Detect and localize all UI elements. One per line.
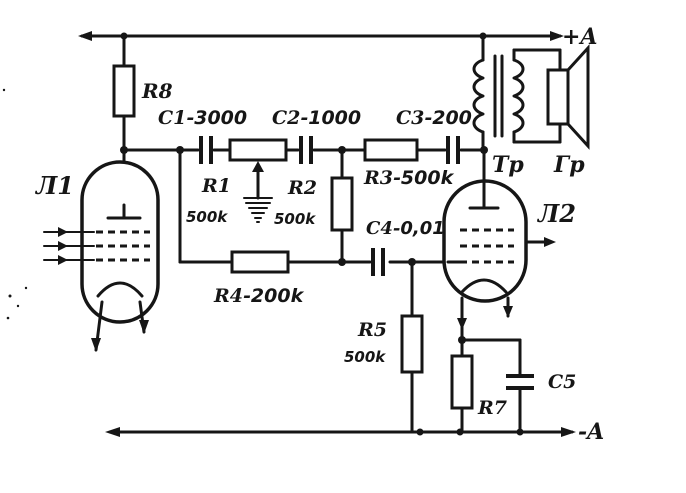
c5-label: C5 [548,371,576,393]
c4-value: 0,01 [400,218,444,239]
tube-l1 [80,160,160,352]
negative-rail [105,427,576,437]
signal-chain-wiring [120,146,488,266]
c2-value: 1000 [308,107,361,129]
cathode-wiring [458,328,522,434]
positive-rail-right-arrow-icon [550,31,564,41]
positive-rail-left-arrow-icon [78,31,92,41]
resistor-r2 [330,176,354,232]
capacitor-c3 [446,136,460,164]
resistor-r8 [112,34,136,152]
c4-label: C4-0,01 [366,218,445,239]
negative-rail-right-arrow-icon [561,427,576,437]
r1-value: 500k [186,208,228,226]
potentiometer-r1 [228,138,288,200]
positive-rail [78,31,564,41]
capacitor-c1 [199,136,213,164]
r3-value: 500k [401,167,455,189]
r4-label: R4-200k [213,285,305,307]
capacitor-c5 [506,374,534,390]
c3-value: 200 [432,107,472,129]
r8-label: R8 [141,79,173,103]
negative-rail-left-arrow-icon [105,427,120,437]
tube-l2 [442,148,556,332]
ground-icon [243,197,273,223]
l1-label: Л1 [34,171,74,200]
capacitor-c4 [371,248,385,276]
resistor-r7 [450,354,474,410]
gr-label: Гр [553,152,585,178]
r4-value: 200k [251,285,305,307]
resistor-r3 [363,138,419,162]
resistor-r4 [230,250,290,274]
c2-label: C2-1000 [272,107,361,129]
r1-label: R1 [201,175,231,197]
r5-value: 500k [344,348,386,366]
positive-rail-label: +A [562,24,598,50]
resistor-r5 [400,260,424,434]
negative-rail-label: -A [578,419,604,445]
scan-speckles [2,88,28,320]
c1-label: C1-3000 [158,107,247,129]
transformer-tr [472,34,562,152]
r3-label: R3-500k [363,167,455,189]
l2-label: Л2 [536,199,576,228]
c3-label: C3-200 [396,107,472,129]
tr-label: Тр [492,152,524,178]
r2-value: 500k [274,210,316,228]
c1-value: 3000 [194,107,247,129]
capacitor-c2 [299,136,313,164]
r7-label: R7 [477,397,507,419]
tube-l1-input-arrows-icon [43,227,95,265]
speaker-icon [546,44,590,150]
r5-label: R5 [357,319,387,341]
r2-label: R2 [287,177,317,199]
